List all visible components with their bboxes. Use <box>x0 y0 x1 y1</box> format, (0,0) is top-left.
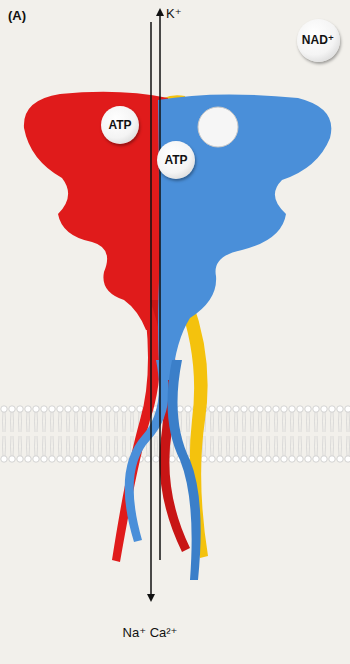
flow-arrow <box>159 12 161 560</box>
red-subunit <box>24 92 168 330</box>
blue-subunit <box>158 94 331 380</box>
ligand-label: ATP <box>108 118 131 132</box>
ion-label: Na⁺ Ca²⁺ <box>123 625 178 640</box>
ligand-label: NAD⁺ <box>302 33 334 47</box>
ligand-circle: ATP <box>101 106 139 144</box>
ion-label: K⁺ <box>166 6 182 21</box>
ligand-circle: NAD⁺ <box>297 19 340 62</box>
ligand-label: ATP <box>164 153 187 167</box>
flow-arrow <box>150 22 152 598</box>
blue-strand <box>125 360 169 542</box>
ligand-circle <box>198 107 238 147</box>
blue-strand <box>168 360 201 580</box>
panel-label: (A) <box>8 8 26 23</box>
ligand-circle: ATP <box>157 141 195 179</box>
